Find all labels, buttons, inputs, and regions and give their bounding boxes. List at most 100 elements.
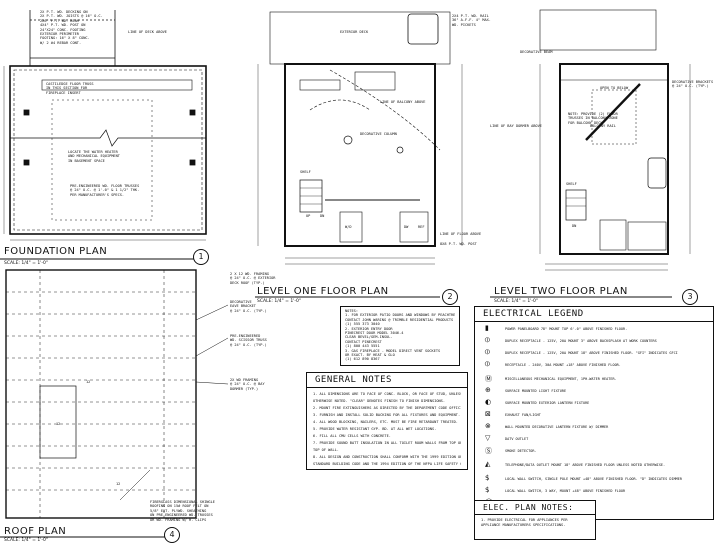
elec-plan-notes-title: ELEC. PLAN NOTES: [475,501,595,515]
foundation-note: LOCATE THE WATER HEATER [68,150,118,154]
foundation-plan-scale: SCALE: 1/4" = 1'-0" [4,261,48,266]
legend-text: RECEPTACLE - 240V, 30A MOUNT +18" ABOVE … [505,363,621,367]
level-one-room-dw: DW [404,225,409,229]
legend-row: ⊕SURFACE MOUNTED LIGHT FIXTURE [475,386,713,398]
elec-plan-note: 1. PROVIDE ELECTRICAL FOR APPLIANCES PER [481,518,568,522]
legend-symbol-icon: ▽ [485,434,491,442]
legend-symbol-icon: $ [485,486,490,494]
level-one-floor-note: LINE OF FLOOR ABOVE [440,232,482,236]
foundation-floor-truss-note: PRE-ENGINEERED WD. FLOOR TRUSSES @ 24" O… [70,184,139,197]
foundation-note-deck: LINE OF DECK ABOVE [128,30,167,34]
level-two-beam-note: DECORATIVE BEAM [520,50,553,54]
level-one-balcony-note: LINE OF BALCONY ABOVE [380,100,426,104]
level-two-rail-note: BALCONY RAIL [590,124,616,128]
foundation-water-heater-note: LOCATE THE WATER HEATER AND MECHANICAL E… [68,150,120,163]
legend-symbol-icon: ⦶ [485,348,491,356]
level-two-bracket-note: DECORATIVE BRACKETS @ 24" O.C. (TYP.) [672,80,713,89]
level-two-plan-title: LEVEL TWO FLOOR PLAN [494,286,628,297]
foundation-notes: 2X P.T. WD. DECKING ON 2X P.T. WD. JOIST… [40,10,160,45]
level-two-note: DECORATIVE BRACKETS [672,80,714,84]
roof-note: @ 24" O.C. @ EXTERIOR [230,276,276,281]
fixture-note: OR EXACT. BY HEAT & GLO [345,353,395,358]
legend-symbol-icon: ⦶ [485,360,491,368]
fixture-note: 1. FOR EXTERIOR PATIO DOORS AND WINDOWS … [345,313,455,318]
foundation-note: AND MECHANICAL EQUIPMENT [68,154,120,159]
roof-note: 5/8" EXT. PLYWD. SHEATHING [150,508,207,513]
level-one-plan-title: LEVEL ONE FLOOR PLAN [257,286,389,297]
level-two-room-shelf: SHELF [566,182,577,186]
foundation-note: W/ 2 #4 REBAR CONT. [40,40,82,45]
legend-text: LOCAL WALL SWITCH, 3 WAY, MOUNT +48" ABO… [505,489,626,493]
legend-row: ⊗ WALL MOUNTED DECORATIVE LANTERN FIXTURE… [475,422,713,434]
level-two-note: @ 24" O.C. (TYP.) [672,84,709,89]
roof-pitch-label: 12 [116,482,121,486]
general-note: OTHERWISE NOTED. "CLEAR" DENOTES FINISH … [313,399,445,403]
level-one-room-up: UP [306,214,311,218]
legend-symbol-icon: ⊗ [485,422,491,430]
general-note: 5. PROVIDE WATER RESISTANT GYP. BD. AT A… [313,427,437,431]
roof-plan-title: ROOF PLAN [4,526,67,537]
foundation-note: 2X6" P.T. WD. BEAM [40,18,79,23]
fixture-note: CONTACT PINECREST [345,339,382,344]
general-notes-box: GENERAL NOTES 1. ALL DIMENSIONS ARE TO F… [306,372,468,470]
general-note: 6. FILL ALL CMU CELLS WITH CONCRETE. [313,434,391,438]
fixture-note: PINECREST DOOR MODEL 3046-4 [345,331,404,336]
level-one-deck-label: EXTERIOR DECK [340,30,369,34]
level-one-room-shelf: SHELF [300,170,311,174]
legend-text: SMOKE DETECTOR. [505,449,537,453]
legend-symbol-icon: Ⓜ [485,375,492,383]
foundation-note: PRE-ENGINEERED WD. FLOOR TRUSSES [70,184,140,188]
roof-note: DECK ROOF (TYP.) [230,280,265,285]
level-two-plan-number: 3 [682,289,698,305]
level-two-note: NOTE: PROVIDE (2) FLOOR [568,112,618,116]
roof-pitch-label: 12 [56,422,61,426]
level-one-note: 36" A.F.F. 4" MAX. [452,18,491,23]
foundation-note: 24"X24" CONC. FOOTING [40,27,86,32]
foundation-note: FIREPLACE INSERT [46,90,81,95]
roof-note: PRE-ENGINEERED [230,334,261,338]
electrical-legend-title: ELECTRICAL LEGEND [475,307,713,322]
fixture-note: NOTES: [345,309,358,313]
level-one-post-note: 8X8 P.T. WD. POST [440,242,477,246]
fixture-note: 2. EXTERIOR ENTRY DOOR [345,326,393,331]
roof-note: 2X WD FRAMING [230,378,259,382]
legend-text: EXHAUST FAN/LIGHT [505,413,541,417]
level-two-truss-note: NOTE: PROVIDE (2) FLOOR TRUSSES IN BALCO… [568,112,618,125]
legend-symbol-icon: ⦶ [485,336,491,344]
level-one-room-wd: W/D [345,225,352,229]
level-one-rail-note: 2X4 P.T. WD. RAIL 36" A.F.F. 4" MAX. WD.… [452,14,491,27]
roof-note: 2 X 12 WD. FRAMING [230,272,269,276]
roof-note: @ 24" O.C. (TYP.) [230,308,267,313]
general-note: 2. MOUNT FIRE EXTINGUISHERS AS DIRECTED … [313,406,461,410]
electrical-legend-box: ELECTRICAL LEGEND ▮POWER PANELBOARD 78" … [474,306,714,520]
elec-plan-note: APPLIANCE MANUFACTURERS SPECIFICATIONS. [481,523,566,528]
legend-text: WALL MOUNTED DECORATIVE LANTERN FIXTURE … [505,425,609,429]
fixture-note: (1) 612 890 8367 [345,357,380,362]
general-notes-title: GENERAL NOTES [307,373,467,388]
roof-plan-number: 4 [164,527,180,543]
fixture-note: (1) 800 443 5551 [345,344,380,349]
roof-note: EAVE BRACKET [230,304,256,309]
foundation-note: @ 24" O.C. @ 1'-0" & 1 1/2" THK. [70,188,140,193]
legend-text: POWER PANELBOARD 78" MOUNT TOP 6'-0" ABO… [505,327,628,331]
legend-row: ⦶ DUPLEX RECEPTACLE - 125V, 20A MOUNT 3" … [475,336,713,348]
foundation-plan-number: 1 [193,249,209,265]
roof-note: OR WD. FRAMING W/ H. CLIPS [150,517,207,522]
foundation-note: CASTILEDGE FLOOR TRUSS [46,82,94,86]
foundation-note: 2X P.T. WD. JOISTS @ 16" O.C. [40,14,103,19]
level-one-room-ref: REF [418,225,425,229]
level-one-room-dn: DN [320,214,325,218]
level-two-open-note: OPEN TO BELOW [600,86,629,90]
legend-symbol-icon: ◭ [485,460,491,468]
legend-row: $ LOCAL WALL SWITCH, 3 WAY, MOUNT +48" AB… [475,486,713,498]
general-note: 4. ALL WOOD BLOCKING, NAILERS, ETC. MUST… [313,420,458,424]
legend-text: DATV OUTLET [505,437,529,441]
foundation-plan-drawing [0,10,207,260]
legend-text: DUPLEX RECEPTACLE - 125V, 20A MOUNT 3" A… [505,339,657,343]
level-two-note: TRUSSES IN BALCONY ZONE [568,116,618,121]
level-two-plan-drawing [490,9,691,298]
fixture-notes-box: NOTES: 1. FOR EXTERIOR PATIO DOORS AND W… [340,306,460,366]
roof-note: @ 24" O.C. (TYP.) [230,342,267,347]
